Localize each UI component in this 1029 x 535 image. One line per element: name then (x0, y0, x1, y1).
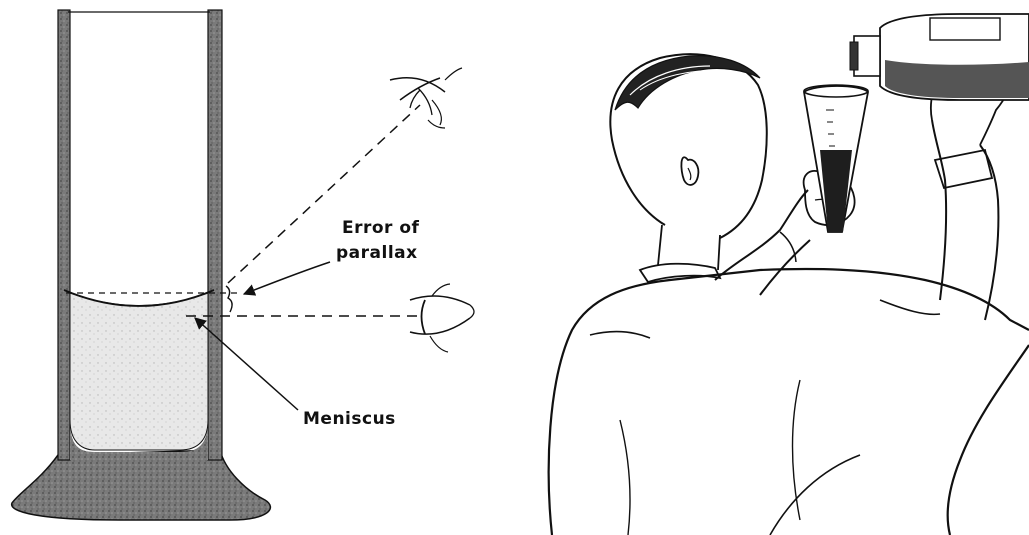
person-back (549, 269, 1029, 535)
parallax-arrow (244, 262, 330, 294)
error-label-line2: parallax (336, 243, 418, 263)
conical-graduate (804, 85, 868, 232)
parallax-bracket (226, 286, 232, 312)
lower-eye-icon (410, 284, 474, 352)
cylinder-left-wall (58, 10, 70, 460)
cylinder-base (12, 450, 271, 520)
sight-lines (66, 105, 420, 316)
graduated-cylinder (12, 10, 271, 520)
upper-eye-icon (390, 68, 462, 128)
meniscus-label: Meniscus (303, 409, 396, 429)
cylinder-right-wall (208, 10, 222, 460)
reagent-bottle (850, 14, 1029, 100)
error-label-line1: Error of (342, 218, 420, 238)
person-pouring-illustration (549, 14, 1029, 535)
